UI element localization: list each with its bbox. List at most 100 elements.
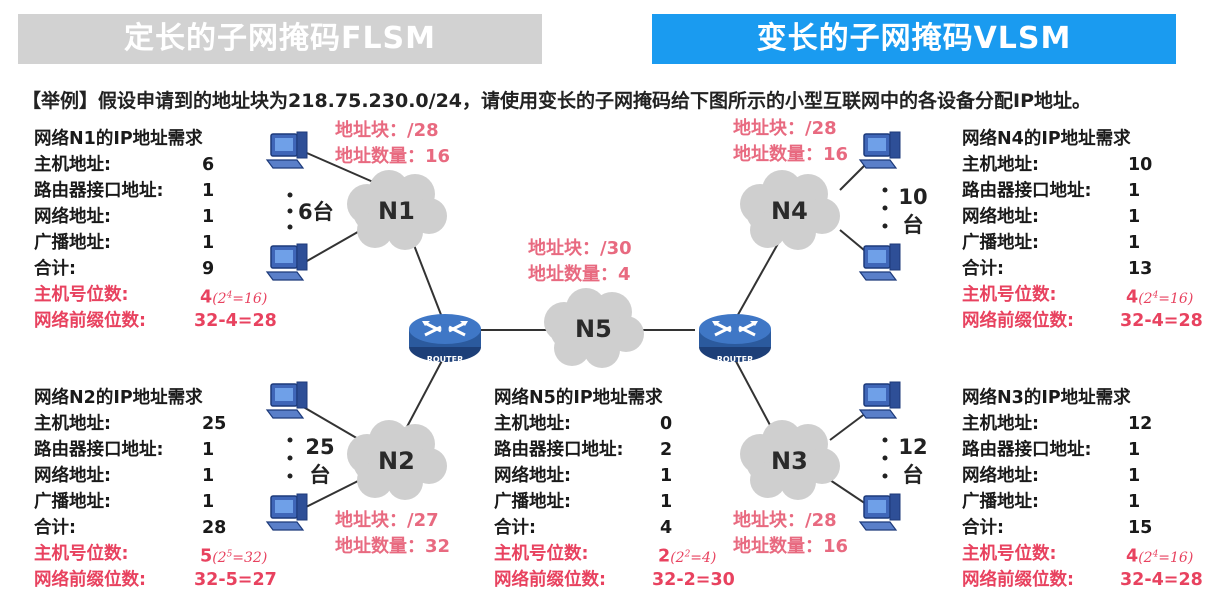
n3-block-prefix: 地址块： — [733, 510, 805, 531]
n3-count-prefix: 地址数量： — [733, 536, 823, 557]
n5-prefix-value: 32-2=30 — [652, 570, 735, 590]
n1-bits-num: 4 — [200, 287, 213, 308]
n1-bits-label: 主机号位数: — [34, 285, 129, 305]
n4-bcast-value: 1 — [1128, 233, 1141, 253]
router-left-label: ROUTER — [427, 355, 464, 364]
n5-net-label: 网络地址: — [494, 466, 571, 486]
n1-bcast-value: 1 — [202, 233, 215, 253]
router-right-label: ROUTER — [717, 355, 754, 364]
n1-prefix-value: 32-4=28 — [194, 311, 277, 331]
n4-bits-value: 4(24=16) — [1126, 282, 1193, 312]
n1-block-value: /28 — [407, 120, 439, 141]
n2-host-count: 25 台 — [300, 435, 340, 489]
n3-requirements: 网络N3的IP地址需求 主机地址:12 路由器接口地址:1 网络地址:1 广播地… — [962, 385, 1212, 593]
n1-prefix-label: 网络前缀位数: — [34, 311, 146, 331]
n3-bits-expr-tail: =16) — [1158, 549, 1194, 566]
n4-count-prefix: 地址数量： — [733, 144, 823, 165]
n2-label: N2 — [378, 447, 415, 475]
n2-requirements: 网络N2的IP地址需求 主机地址:25 路由器接口地址:1 网络地址:1 广播地… — [34, 385, 294, 593]
n2-router-label: 路由器接口地址: — [34, 440, 164, 460]
n4-block-prefix: 地址块： — [733, 118, 805, 139]
n5-title: 网络N5的IP地址需求 — [494, 388, 663, 408]
example-text: 【举例】假设申请到的地址块为218.75.230.0/24，请使用变长的子网掩码… — [22, 90, 1092, 112]
flsm-tab[interactable]: 定长的子网掩码FLSM — [18, 14, 542, 64]
n3-bcast-label: 广播地址: — [962, 492, 1039, 512]
n5-block-value: /30 — [600, 238, 632, 259]
n2-bits-label: 主机号位数: — [34, 544, 129, 564]
n5-router-value: 2 — [660, 440, 673, 460]
n5-total-label: 合计: — [494, 518, 536, 538]
n1-host-count: 6台 — [298, 200, 334, 224]
n2-net-value: 1 — [202, 466, 215, 486]
n5-bits-num: 2 — [658, 546, 671, 567]
n4-prefix-label: 网络前缀位数: — [962, 311, 1074, 331]
n3-bits-expr-base: (2 — [1138, 549, 1153, 566]
n4-host-label: 主机地址: — [962, 155, 1039, 175]
n4-label: N4 — [771, 197, 808, 225]
n3-bits-expr: (24=16) — [1138, 549, 1194, 566]
n1-host-label: 主机地址: — [34, 155, 111, 175]
n1-bits-value: 4(24=16) — [200, 282, 267, 312]
n4-net-value: 1 — [1128, 207, 1141, 227]
n3-bits-num: 4 — [1126, 546, 1139, 567]
n3-host-count: 12 台 — [893, 435, 933, 489]
n5-host-value: 0 — [660, 414, 673, 434]
n2-host-value: 25 — [202, 414, 227, 434]
n2-bcast-value: 1 — [202, 492, 215, 512]
n1-total-value: 9 — [202, 259, 215, 279]
n2-count-value: 32 — [425, 536, 451, 557]
n5-total-value: 4 — [660, 518, 673, 538]
n4-total-label: 合计: — [962, 259, 1004, 279]
n2-total-value: 28 — [202, 518, 227, 538]
n5-requirements: 网络N5的IP地址需求 主机地址:0 路由器接口地址:2 网络地址:1 广播地址… — [494, 385, 735, 593]
n5-bits-expr: (22=4) — [670, 549, 716, 566]
n4-router-label: 路由器接口地址: — [962, 181, 1092, 201]
n2-block-value: /27 — [407, 510, 439, 531]
n3-block-value: /28 — [805, 510, 837, 531]
n5-bits-label: 主机号位数: — [494, 544, 589, 564]
n2-block-prefix: 地址块： — [335, 510, 407, 531]
n4-bcast-label: 广播地址: — [962, 233, 1039, 253]
n2-bits-expr: (25=32) — [212, 549, 267, 566]
n4-bits-expr-base: (2 — [1138, 290, 1153, 307]
n1-title: 网络N1的IP地址需求 — [34, 129, 203, 149]
n4-bits-label: 主机号位数: — [962, 285, 1057, 305]
n1-bits-expr-base: (2 — [212, 290, 227, 307]
n2-count-prefix: 地址数量： — [335, 536, 425, 557]
vlsm-tab[interactable]: 变长的子网掩码VLSM — [652, 14, 1176, 64]
pc-n3-bottom — [859, 493, 901, 531]
n1-address-block: 地址块：/28 地址数量：16 — [335, 118, 450, 170]
n5-block-prefix: 地址块： — [528, 238, 600, 259]
n3-prefix-value: 32-4=28 — [1120, 570, 1203, 590]
n3-total-label: 合计: — [962, 518, 1004, 538]
n4-bits-num: 4 — [1126, 287, 1139, 308]
n2-address-block: 地址块：/27 地址数量：32 — [335, 508, 450, 560]
n2-bits-value: 5(25=32) — [200, 541, 267, 571]
n5-host-label: 主机地址: — [494, 414, 571, 434]
n2-bits-num: 5 — [200, 546, 213, 567]
n1-bits-expr-exp: 4 — [226, 290, 233, 300]
n4-net-label: 网络地址: — [962, 207, 1039, 227]
n1-count-prefix: 地址数量： — [335, 146, 425, 167]
n3-host-count-num: 12 — [898, 435, 928, 459]
n2-prefix-value: 32-5=27 — [194, 570, 277, 590]
pc-n3-top — [859, 381, 901, 419]
n4-host-count-unit: 台 — [902, 213, 924, 237]
n5-bcast-label: 广播地址: — [494, 492, 571, 512]
n4-router-value: 1 — [1128, 181, 1141, 201]
n4-host-count: 10 台 — [893, 185, 933, 239]
n3-bits-label: 主机号位数: — [962, 544, 1057, 564]
n2-net-label: 网络地址: — [34, 466, 111, 486]
n5-bcast-value: 1 — [660, 492, 673, 512]
n2-host-label: 主机地址: — [34, 414, 111, 434]
n3-address-block: 地址块：/28 地址数量：16 — [733, 508, 848, 560]
n3-total-value: 15 — [1128, 518, 1153, 538]
n3-bcast-value: 1 — [1128, 492, 1141, 512]
n2-host-count-unit: 台 — [309, 463, 331, 487]
n4-address-block: 地址块：/28 地址数量：16 — [733, 116, 848, 168]
n1-requirements: 网络N1的IP地址需求 主机地址:6 路由器接口地址:1 网络地址:1 广播地址… — [34, 126, 294, 334]
n5-prefix-label: 网络前缀位数: — [494, 570, 606, 590]
n4-prefix-value: 32-4=28 — [1120, 311, 1203, 331]
n3-router-label: 路由器接口地址: — [962, 440, 1092, 460]
